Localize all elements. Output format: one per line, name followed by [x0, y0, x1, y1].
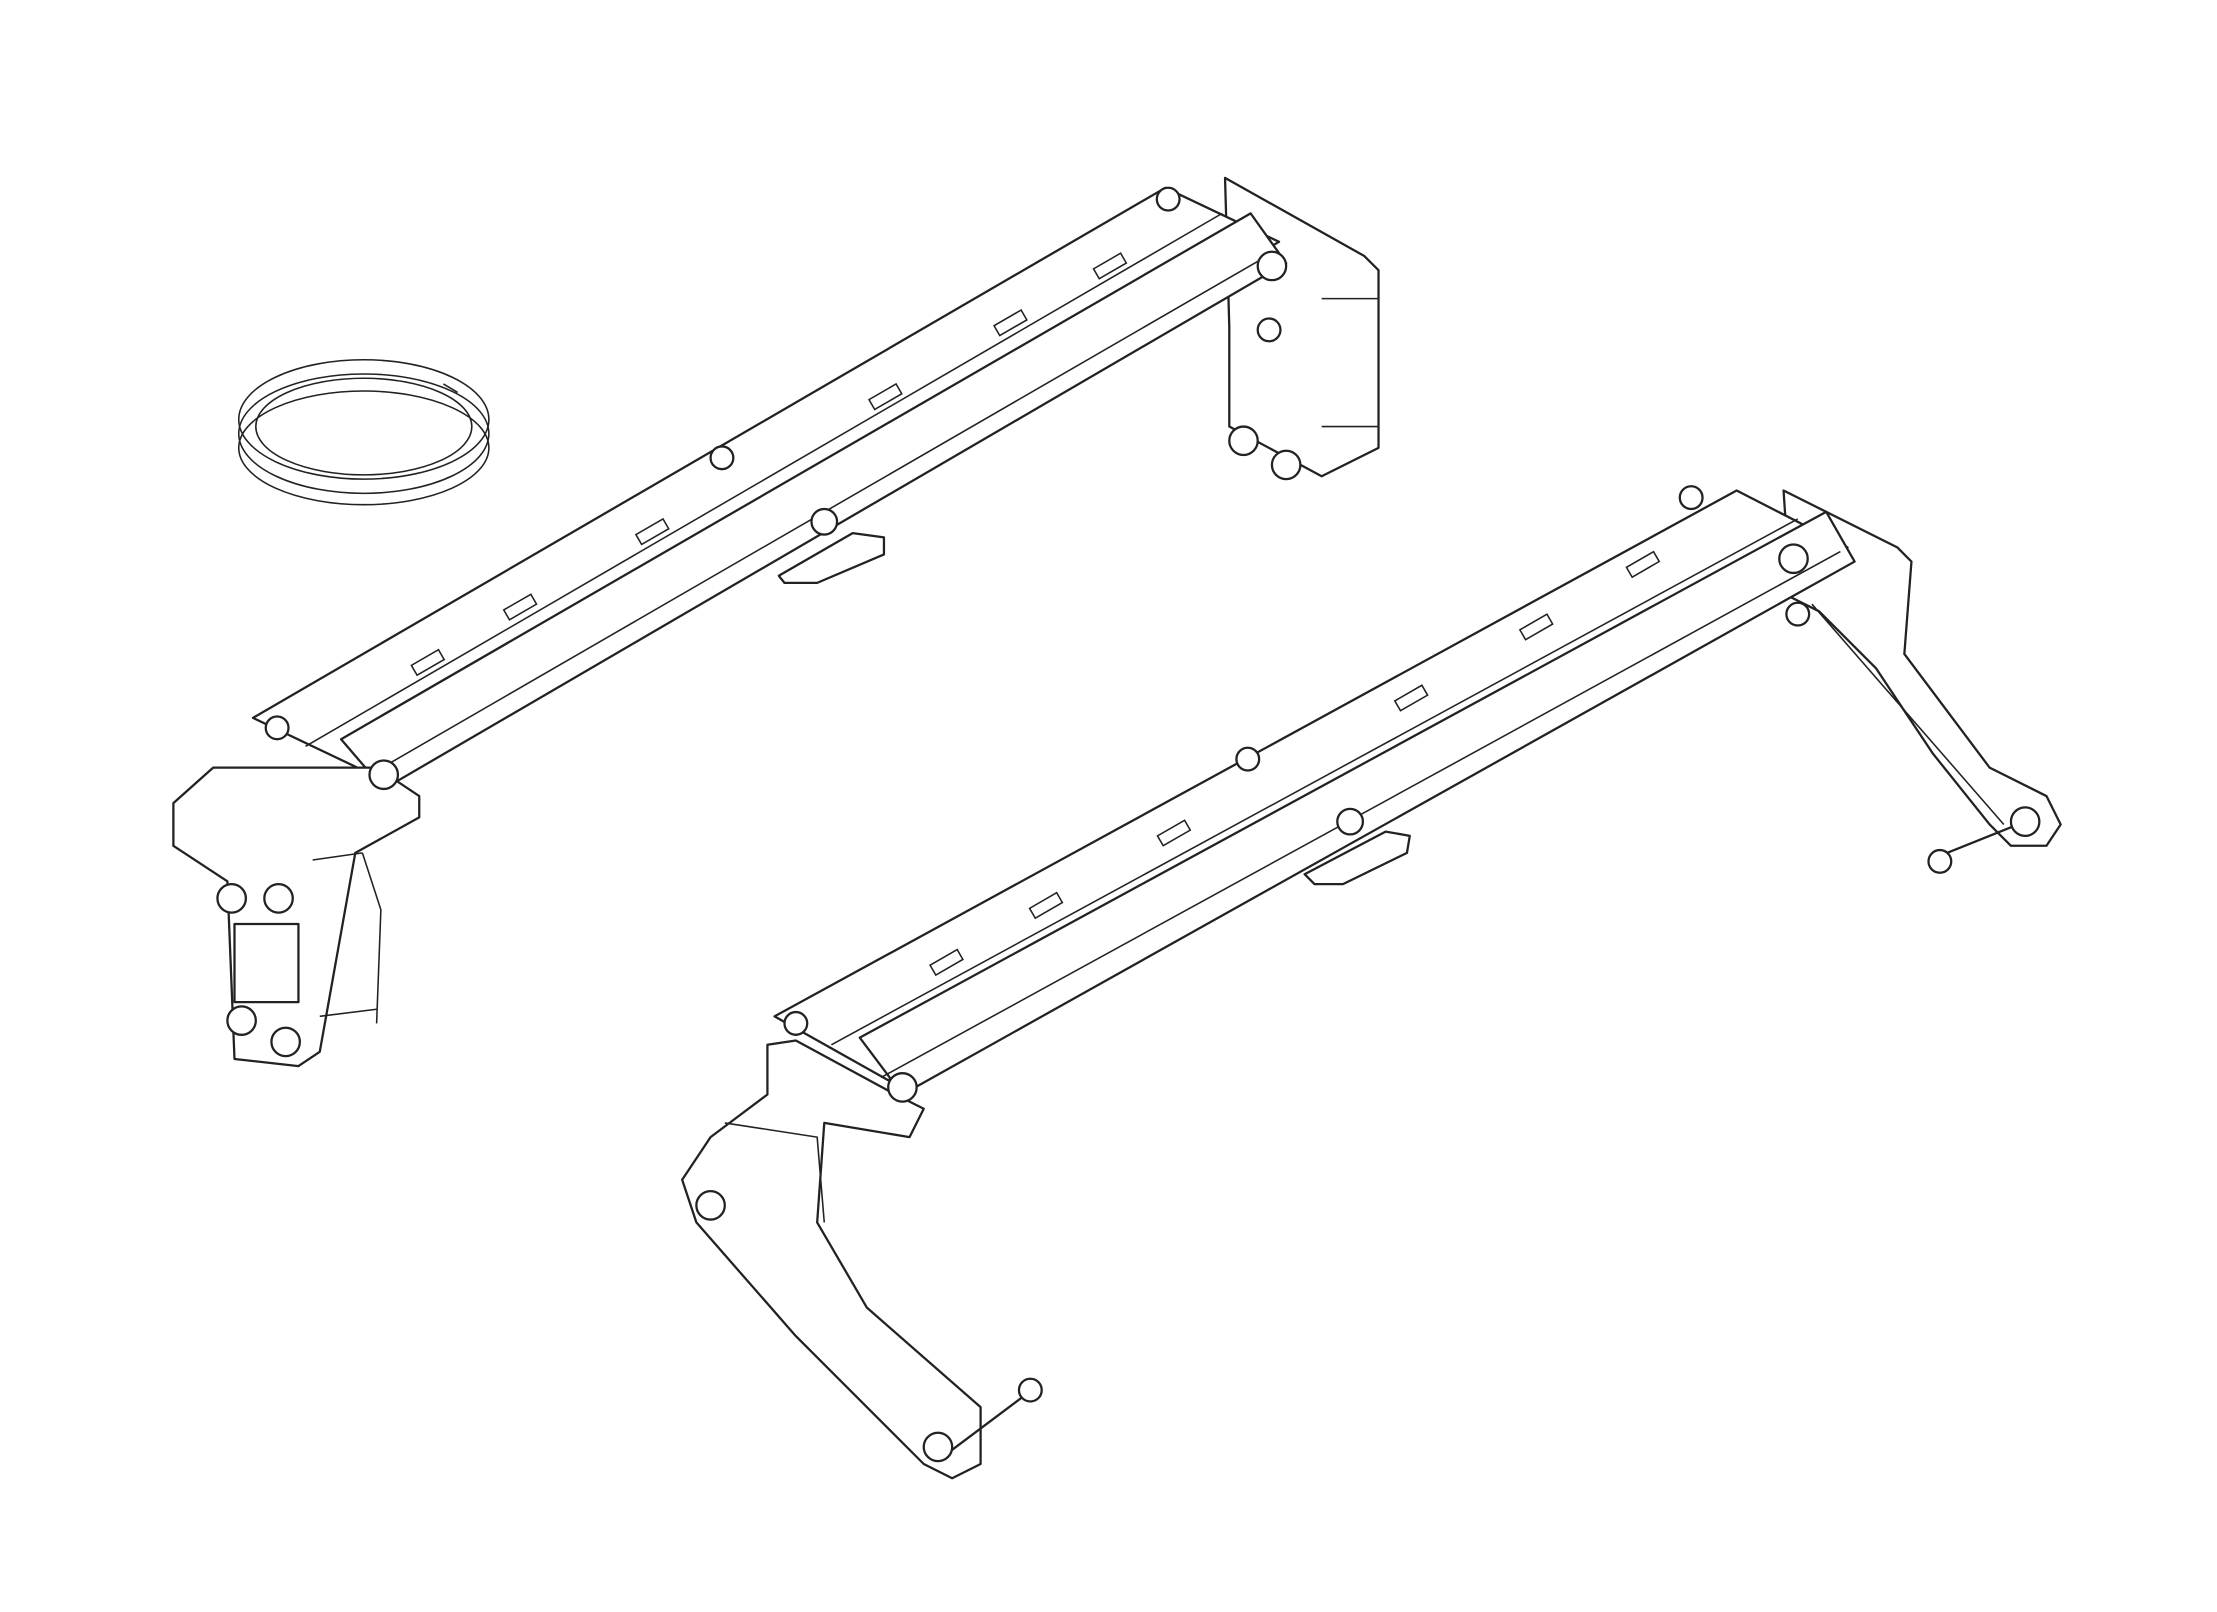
rail-rear [172, 176, 1380, 1068]
coiled-cable [237, 358, 490, 506]
rail-front [681, 485, 2062, 1480]
bolts [216, 186, 1302, 1058]
bolts [695, 485, 2041, 1463]
